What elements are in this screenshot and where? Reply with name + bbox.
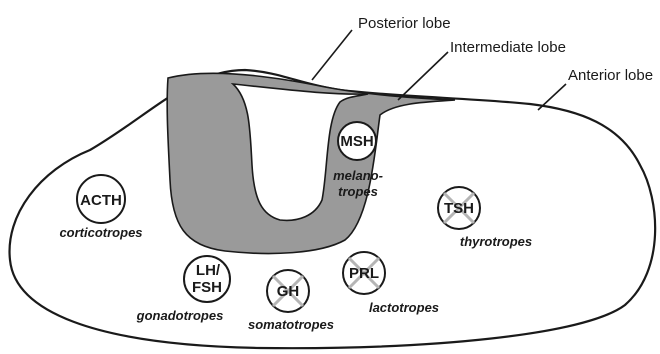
prl-cell-type-label: lactotropes (369, 300, 439, 315)
msh-hormone-label: MSH (340, 133, 373, 150)
gh-hormone-label: GH (277, 283, 300, 300)
lhfsh-cell-type-label: gonadotropes (136, 308, 224, 323)
gh-cell-type-label: somatotropes (248, 317, 334, 332)
msh-cell-type-line2: tropes (338, 184, 378, 199)
intermediate-lobe-label: Intermediate lobe (450, 39, 566, 56)
lhfsh-hormone-line2: FSH (192, 279, 222, 296)
msh-cell-type-line1: melano- (333, 168, 383, 183)
tsh-cell-type-label: thyrotropes (460, 234, 532, 249)
anterior-lobe-label: Anterior lobe (568, 67, 653, 84)
intermediate-leader-line (398, 52, 448, 100)
posterior-leader-line (312, 30, 352, 80)
acth-hormone-label: ACTH (80, 192, 122, 209)
anterior-leader-line (538, 84, 566, 110)
posterior-lobe-label: Posterior lobe (358, 15, 451, 32)
acth-cell-type-label: corticotropes (59, 225, 142, 240)
prl-hormone-label: PRL (349, 265, 379, 282)
tsh-hormone-label: TSH (444, 200, 474, 217)
lhfsh-hormone-line1: LH/ (196, 262, 221, 279)
